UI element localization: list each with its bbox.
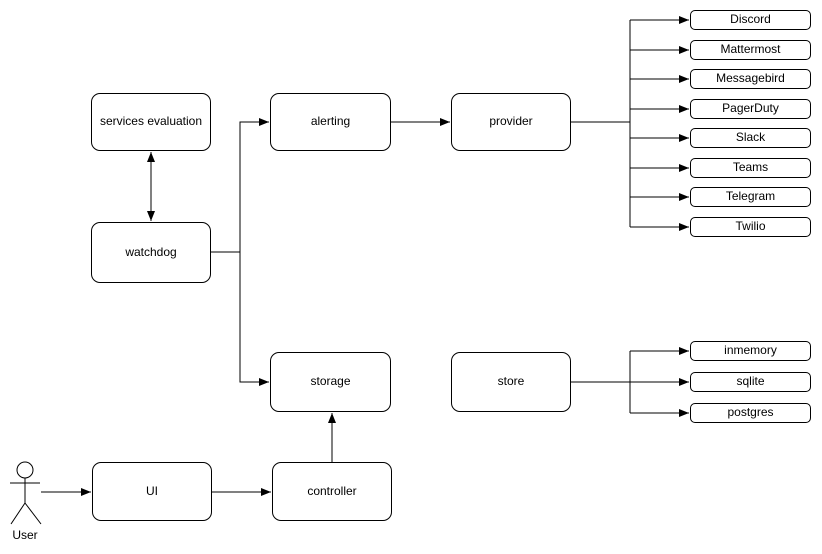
node-services-evaluation-label: services evaluation <box>99 114 203 129</box>
node-provider-telegram: Telegram <box>690 187 811 207</box>
node-provider-teams: Teams <box>690 158 811 178</box>
node-controller-label: controller <box>307 483 357 498</box>
node-controller: controller <box>272 462 392 521</box>
node-provider-mattermost-label: Mattermost <box>720 42 781 57</box>
node-ui-label: UI <box>146 483 158 498</box>
node-ui: UI <box>92 462 212 521</box>
node-store-postgres: postgres <box>690 403 811 423</box>
user-actor-icon <box>10 461 42 525</box>
node-store-inmemory-label: inmemory <box>724 343 777 358</box>
edge-watchdog-storage-arrow <box>239 252 269 386</box>
node-provider-discord-label: Discord <box>730 12 771 27</box>
node-provider-pagerduty: PagerDuty <box>690 99 811 119</box>
node-provider-pagerduty-label: PagerDuty <box>722 101 779 116</box>
node-provider-label: provider <box>489 114 533 129</box>
node-provider-slack: Slack <box>690 128 811 148</box>
node-storage: storage <box>270 352 391 412</box>
node-store: store <box>451 352 571 412</box>
node-provider: provider <box>451 93 571 151</box>
node-provider-mattermost: Mattermost <box>690 40 811 60</box>
edge-watchdog-alerting-arrow <box>211 118 269 253</box>
node-services-evaluation: services evaluation <box>91 93 211 151</box>
node-provider-twilio-label: Twilio <box>735 219 766 234</box>
node-store-inmemory: inmemory <box>690 341 811 361</box>
node-watchdog: watchdog <box>91 222 211 283</box>
user-actor-label: User <box>12 528 38 542</box>
node-provider-telegram-label: Telegram <box>725 189 776 204</box>
node-provider-messagebird: Messagebird <box>690 69 811 89</box>
node-alerting: alerting <box>270 93 391 151</box>
node-store-label: store <box>497 374 525 389</box>
node-provider-messagebird-label: Messagebird <box>716 71 785 86</box>
node-store-sqlite-label: sqlite <box>736 374 765 389</box>
node-provider-twilio: Twilio <box>690 217 811 237</box>
node-store-postgres-label: postgres <box>727 405 774 420</box>
node-provider-slack-label: Slack <box>735 130 766 145</box>
node-provider-teams-label: Teams <box>732 160 769 175</box>
node-storage-label: storage <box>310 374 351 389</box>
node-alerting-label: alerting <box>310 114 351 129</box>
node-store-sqlite: sqlite <box>690 372 811 392</box>
node-watchdog-label: watchdog <box>125 244 177 259</box>
node-provider-discord: Discord <box>690 10 811 30</box>
